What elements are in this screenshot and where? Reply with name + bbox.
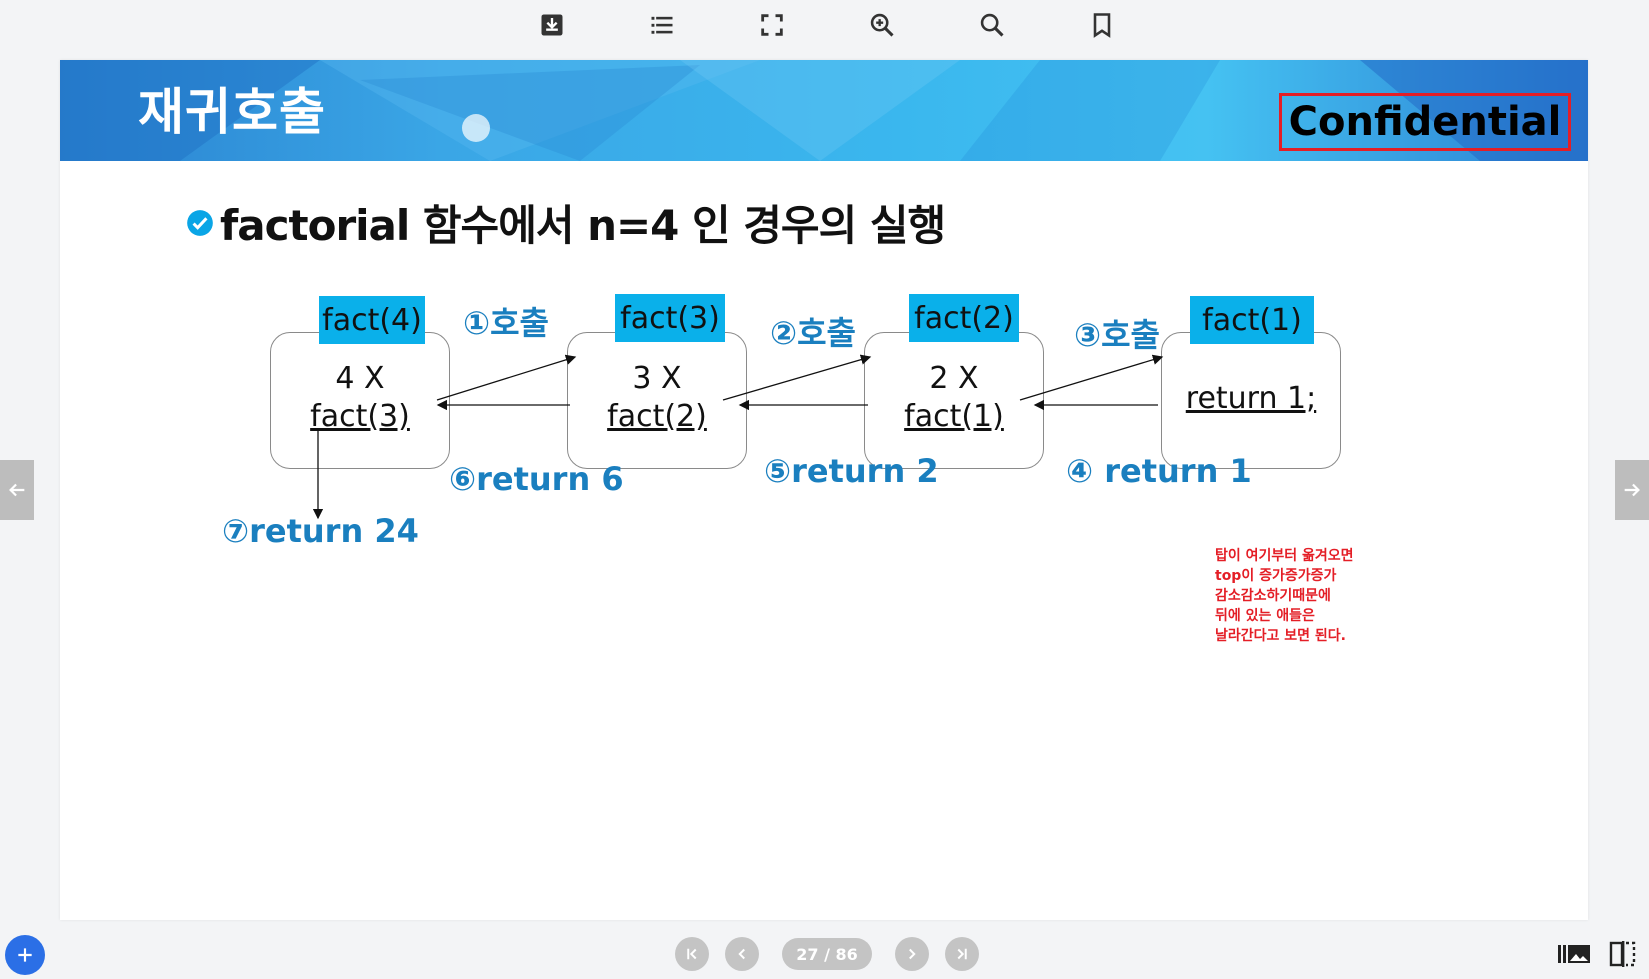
- first-page-button[interactable]: [675, 937, 709, 971]
- banner-pattern: [60, 60, 1588, 161]
- call-label-1: ①호출: [463, 304, 549, 342]
- frame-box-2: [864, 332, 1044, 469]
- confidential-label: Confidential: [1279, 93, 1571, 151]
- gallery-icon[interactable]: [1557, 940, 1591, 968]
- note-line: top이 증가증가증가: [1215, 568, 1337, 584]
- note-line: 날라간다고 보면 된다.: [1215, 628, 1346, 644]
- heading-row: factorial 함수에서 n=4 인 경우의 실행: [186, 192, 946, 253]
- plus-icon: [18, 948, 32, 962]
- frame-box-1: [1161, 332, 1341, 469]
- frame-4-multiplier: 4 X: [335, 361, 385, 396]
- frame-label-1: fact(1): [1190, 296, 1314, 344]
- recursion-diagram: fact(4) fact(3) fact(2) fact(1) 4 X fact…: [60, 60, 1588, 920]
- search-icon[interactable]: [977, 10, 1007, 40]
- chevron-left-icon: [738, 948, 745, 960]
- frame-box-3: [567, 332, 747, 469]
- handwritten-note: 탑이 여기부터 옮겨오면 top이 증가증가증가 감소감소하기때문에 뒤에 있는…: [1215, 546, 1354, 646]
- page-indicator: 27 / 86: [782, 938, 872, 970]
- slide-heading: factorial 함수에서 n=4 인 경우의 실행: [220, 201, 946, 250]
- slide-banner: 재귀호출: [60, 60, 1588, 161]
- call-label-2: ②호출: [770, 314, 856, 352]
- frame-1-return: return 1;: [1185, 381, 1317, 416]
- last-page-icon: [957, 948, 967, 960]
- return-label-6: ⑥return 6: [449, 460, 624, 498]
- top-toolbar: [0, 0, 1649, 52]
- frame-label-4: fact(4): [319, 296, 425, 344]
- arrow-left-icon: [9, 483, 25, 497]
- frame-4-call: fact(3): [310, 399, 410, 434]
- next-page-button[interactable]: [895, 937, 929, 971]
- frame-3-multiplier: 3 X: [632, 361, 682, 396]
- slide-page: 재귀호출 Confidential factorial 함수에서 n=4 인 경…: [60, 60, 1588, 920]
- prev-page-arrow[interactable]: [0, 460, 34, 520]
- fullscreen-icon[interactable]: [757, 10, 787, 40]
- list-icon[interactable]: [647, 10, 677, 40]
- note-line: 뒤에 있는 애들은: [1215, 608, 1315, 624]
- prev-page-button[interactable]: [725, 937, 759, 971]
- call-label-3: ③호출: [1074, 316, 1160, 354]
- frame-label-3: fact(3): [615, 294, 725, 342]
- next-page-arrow[interactable]: [1615, 460, 1649, 520]
- check-circle-icon: [187, 209, 213, 236]
- first-page-icon: [687, 948, 697, 960]
- bookmark-icon[interactable]: [1087, 10, 1117, 40]
- last-page-button[interactable]: [945, 937, 979, 971]
- frame-3-call: fact(2): [607, 399, 707, 434]
- chevron-right-icon: [909, 948, 916, 960]
- note-line: 탑이 여기부터 옮겨오면: [1215, 548, 1354, 564]
- return-label-7: ⑦return 24: [222, 512, 419, 550]
- arrow-right-icon: [1624, 483, 1640, 497]
- diagram-arrows: [312, 354, 1164, 520]
- download-icon[interactable]: [537, 10, 567, 40]
- zoom-in-icon[interactable]: [867, 10, 897, 40]
- split-view-icon[interactable]: [1608, 940, 1642, 968]
- return-label-5: ⑤return 2: [764, 452, 939, 490]
- slide-title: 재귀호출: [138, 83, 326, 141]
- add-button[interactable]: [5, 935, 45, 975]
- frame-2-call: fact(1): [904, 399, 1004, 434]
- return-label-4: ④ return 1: [1066, 452, 1252, 490]
- note-line: 감소감소하기때문에: [1215, 588, 1331, 604]
- frame-label-2: fact(2): [909, 294, 1019, 342]
- frame-2-multiplier: 2 X: [929, 361, 979, 396]
- frame-box-4: [270, 332, 450, 469]
